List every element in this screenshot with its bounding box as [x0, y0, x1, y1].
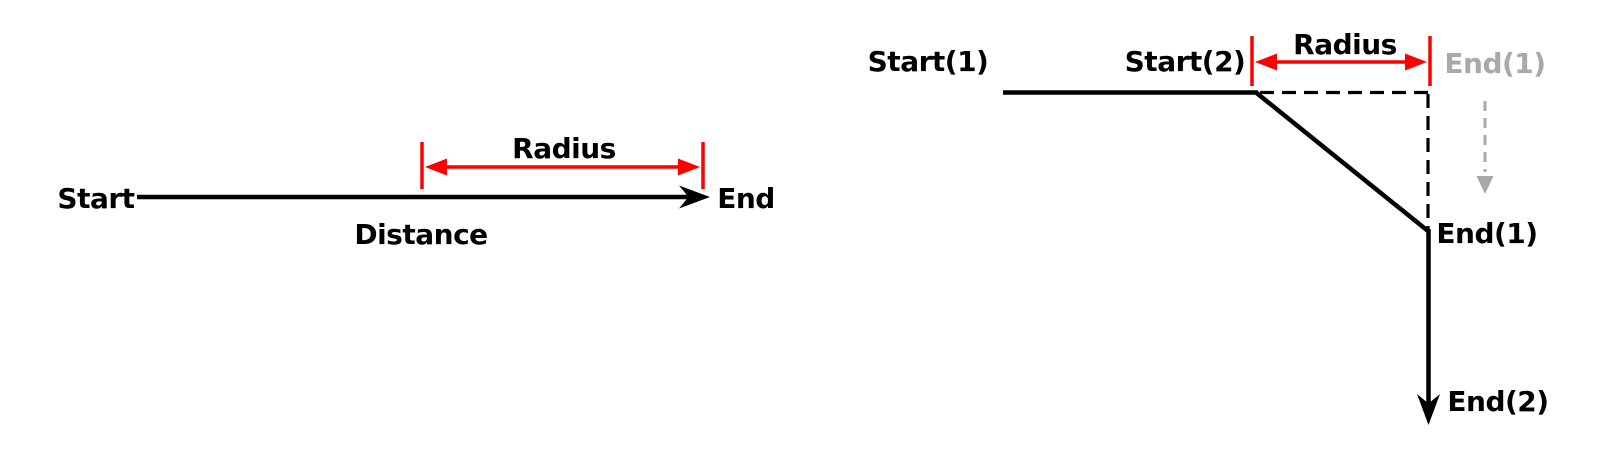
end2-label: End(2)	[1447, 385, 1549, 418]
radius-arrowhead-right-icon	[678, 158, 700, 176]
left-diagram	[137, 142, 710, 209]
radius-label: Radius	[512, 132, 616, 165]
corner-diagonal-line	[1254, 90, 1430, 233]
radius-arrowhead-left-icon	[425, 158, 447, 176]
start2-label: Start(2)	[1124, 45, 1246, 78]
distance-label: Distance	[354, 218, 488, 251]
right-diagram	[1003, 36, 1494, 425]
radius2-arrowhead-right-icon	[1405, 53, 1427, 71]
distance-arrowhead-icon	[679, 185, 710, 209]
end-label: End	[717, 182, 775, 215]
radius2-arrowhead-left-icon	[1255, 53, 1277, 71]
end1-ghost-label: End(1)	[1444, 47, 1546, 80]
start1-label: Start(1)	[867, 45, 989, 78]
start-label: Start	[57, 182, 135, 215]
ghost-end-arrowhead-icon	[1476, 176, 1494, 194]
end1-label: End(1)	[1436, 217, 1538, 250]
segment2-arrowhead-icon	[1417, 394, 1440, 425]
radius2-label: Radius	[1293, 28, 1397, 61]
